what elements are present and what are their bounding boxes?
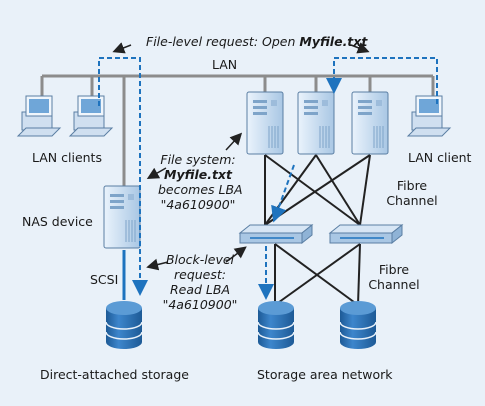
fc-upper-line-2: Channel <box>386 193 438 208</box>
fibre-switch-2 <box>329 224 403 244</box>
lan-clients-label: LAN clients <box>32 150 102 165</box>
nas-device <box>103 185 141 249</box>
nas-device-label: NAS device <box>22 214 93 229</box>
block-line-3: Read LBA <box>169 282 231 297</box>
direct-attached-storage-label: Direct-attached storage <box>40 367 189 382</box>
block-line-4: "4a610900" <box>162 297 238 312</box>
file-level-request-label: File-level request: Open Myfile.txt <box>146 34 367 49</box>
lan-client-pc-1 <box>17 95 61 137</box>
lan-label: LAN <box>212 57 238 72</box>
request-filename: Myfile.txt <box>299 34 368 49</box>
lan-client-pc-2 <box>69 95 113 137</box>
file-system-callout: File system: Myfile.txt becomes LBA "4a6… <box>158 152 243 212</box>
fs-line-4: "4a610900" <box>160 197 236 212</box>
scsi-label: SCSI <box>90 272 119 287</box>
fibre-switch-1 <box>239 224 313 244</box>
fs-line-1: File system: <box>160 152 236 167</box>
lan-backbone <box>40 74 435 186</box>
block-level-callout: Block-level request: Read LBA "4a610900" <box>160 252 240 312</box>
storage-area-network-label: Storage area network <box>257 367 393 382</box>
san-server-2 <box>297 91 335 155</box>
san-disk-1 <box>257 300 295 350</box>
fs-line-2: Myfile.txt <box>164 167 232 182</box>
lan-client-pc-3 <box>407 95 451 137</box>
block-line-2: request: <box>173 267 226 282</box>
san-disk-2 <box>339 300 377 350</box>
callout-arrows <box>112 42 370 271</box>
request-paths <box>98 57 438 300</box>
block-line-1: Block-level <box>165 252 235 267</box>
fc-upper-line-1: Fibre <box>396 178 428 193</box>
san-server-1 <box>246 91 284 155</box>
fc-lower-line-2: Channel <box>368 277 420 292</box>
fs-line-3: becomes LBA <box>158 182 243 197</box>
fibre-channel-lower-label: Fibre Channel <box>366 262 422 292</box>
request-label-text: File-level request: Open <box>146 34 300 49</box>
das-disk <box>105 300 143 350</box>
fc-lower-line-1: Fibre <box>378 262 410 277</box>
lan-client-label: LAN client <box>408 150 472 165</box>
fibre-channel-upper-label: Fibre Channel <box>384 178 440 208</box>
san-server-3 <box>351 91 389 155</box>
